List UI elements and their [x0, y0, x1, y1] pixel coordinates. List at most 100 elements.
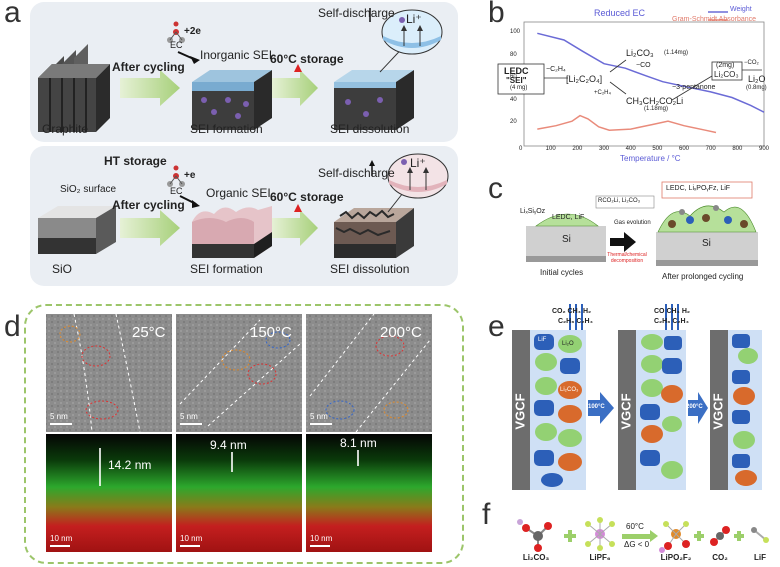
two-mg-label: (2mg) — [716, 62, 735, 69]
ec-label-bottom: EC — [170, 186, 183, 196]
sei-formation-block-top — [192, 70, 272, 130]
li-plus-top: Li⁺ — [406, 12, 422, 26]
panel-letter-f: f — [482, 498, 491, 531]
caption-sei-formation-top: SEI formation — [190, 122, 263, 136]
panel-a: a — [0, 0, 460, 290]
arrow-top-2 — [272, 70, 318, 106]
legend-reduced-ec: Reduced EC — [594, 8, 646, 18]
panel-a-drawing — [38, 8, 449, 258]
molecule-co2: CO₂ — [712, 553, 728, 562]
gases-2-line1: CO CH₄ H₂ — [654, 308, 691, 315]
one-e-label: +e — [184, 170, 196, 181]
scale-top-1: 5 nm — [50, 412, 68, 421]
y-tick-label: 20 — [510, 119, 517, 126]
li2o-mass-label: (0.8mg) — [746, 85, 767, 91]
vgcf-label-3: VGCF — [710, 393, 726, 430]
thickness-200: 8.1 nm — [340, 436, 377, 450]
caption-sio: SiO — [52, 262, 73, 276]
ec-molecule-top — [167, 21, 185, 43]
x-tick-label: 0 — [519, 146, 523, 152]
vgcf-label-1: VGCF — [512, 393, 528, 430]
sei-dissolution-block-bottom — [334, 153, 449, 258]
condition-top: 60°C — [626, 522, 644, 531]
x-tick-label: 700 — [705, 146, 716, 152]
graphite-sheets — [38, 44, 110, 132]
storage-label-top: 60°C storage — [270, 52, 344, 66]
temp-150: 150°C — [250, 324, 292, 341]
ch3-mass-label: (1.18mg) — [644, 106, 669, 112]
panel-d-frame — [24, 304, 464, 564]
sio2-surface-label: SiO₂ surface — [60, 184, 117, 195]
panel-letter-e: e — [488, 310, 505, 343]
panel-c: c LiₓSiᵧOz LEDC, LiF RCO₂Li, Li₂CO₃ LEDC… — [476, 172, 776, 290]
arrow-top-1 — [120, 70, 180, 106]
prolonged-label: After prolonged cycling — [662, 272, 744, 281]
vgcf-label-2: VGCF — [618, 393, 634, 430]
caption-graphite: Graphite — [42, 122, 89, 136]
li-plus-bottom: Li⁺ — [410, 156, 426, 170]
blob-label-li2co3: Li₂CO₃ — [560, 387, 579, 393]
scale-bottom-3: 10 nm — [310, 534, 333, 543]
x-tick-label: 900 — [759, 146, 770, 152]
x-tick-label: 100 — [545, 146, 556, 152]
panel-letter-a: a — [4, 0, 21, 29]
caption-sei-formation-bottom: SEI formation — [190, 262, 263, 276]
panel-b: b Reduced EC Weight Gram-Schmidt Absorba… — [476, 0, 776, 170]
blob-label-li2o: Li₂O — [562, 341, 574, 347]
self-discharge-top: Self-discharge — [318, 6, 395, 20]
panel-d-images — [46, 313, 432, 552]
scale-top-3: 5 nm — [310, 412, 328, 421]
panel-letter-b: b — [488, 0, 505, 29]
li2co3-top-mass: (1.14mg) — [664, 50, 689, 56]
sei-dissolution-block-top — [334, 9, 443, 130]
gases-1-line2: C₂H₆ C₂H₄ — [558, 318, 593, 325]
molecule-li2co3: Li₂CO₃ — [522, 553, 550, 562]
si-label-left: Si — [562, 234, 571, 245]
molecule-lif: LiF — [754, 553, 766, 562]
self-discharge-bottom: Self-discharge — [318, 166, 395, 180]
minus-co-label: −CO — [636, 62, 651, 69]
panel-letter-c: c — [488, 172, 503, 205]
sei-mass-label: (4 mg) — [510, 85, 528, 91]
panel-letter-d: d — [4, 310, 21, 343]
gases-1-line1: CO₂ CH₄ H₂ — [552, 308, 592, 315]
caption-sei-dissolution-top: SEI dissolution — [330, 122, 410, 136]
li2co3-mid-label: Li₂CO₃ — [714, 70, 739, 79]
panel-e: e — [476, 300, 776, 495]
panel-b-chart — [497, 11, 765, 147]
organic-sei-label: Organic SEI — [206, 186, 271, 200]
temp-100-label: 100°C — [588, 404, 605, 410]
scale-bottom-1: 10 nm — [50, 534, 73, 543]
temp-200: 200°C — [380, 324, 422, 341]
thermal-label: Thermal/chemical decomposition — [607, 252, 647, 264]
condition-bottom: ΔG < 0 — [624, 540, 650, 549]
blob-label-lif: LiF — [538, 337, 547, 343]
panel-c-drawing — [526, 181, 758, 266]
arrow-bottom-2 — [272, 210, 318, 246]
y-tick-label: 80 — [510, 51, 517, 58]
thickness-150: 9.4 nm — [210, 438, 247, 452]
thickness-25: 14.2 nm — [108, 458, 152, 472]
ec-molecule-bottom — [167, 165, 185, 187]
after-cycling-top: After cycling — [112, 60, 185, 74]
x-axis-label: Temperature / °C — [620, 154, 681, 163]
sei-label: "SEI" — [506, 76, 527, 85]
scale-bottom-2: 10 nm — [180, 534, 203, 543]
ht-storage-label: HT storage — [104, 154, 167, 168]
li2co3-top-label: Li₂CO₃ — [626, 48, 654, 58]
minus-c2h4-label: −C₂H₄ — [546, 66, 566, 73]
heat-triangle-top — [294, 64, 302, 72]
caption-sei-dissolution-bottom: SEI dissolution — [330, 262, 410, 276]
arrow-bottom-1 — [120, 210, 180, 246]
y-tick-label: 100 — [510, 29, 521, 36]
temp-200-label: 200°C — [686, 404, 703, 410]
x-tick-label: 300 — [599, 146, 610, 152]
legend-weight: Weight — [730, 6, 752, 13]
ch3-label: CH₃CH₂CO₂Li — [626, 96, 684, 106]
ledc-label: LEDC — [504, 66, 529, 76]
gases-2-line2: C₂H₆ C₂H₄ — [654, 318, 689, 325]
si-label-right: Si — [702, 238, 711, 249]
sio-block — [38, 206, 116, 254]
x-tick-label: 600 — [679, 146, 690, 152]
after-cycling-bottom: After cycling — [112, 198, 185, 212]
